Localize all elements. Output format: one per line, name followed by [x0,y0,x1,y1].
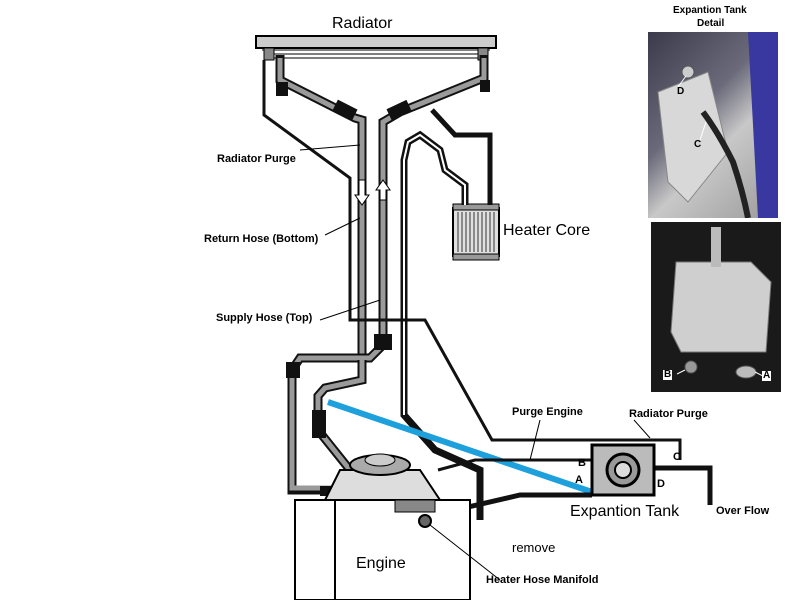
expansion-tank [590,443,656,497]
remove-line [454,492,592,513]
label-leaders [299,144,651,581]
highlight-line [327,399,593,495]
detail-photo-bottom: B A [651,222,781,392]
engine [294,453,471,600]
overflow-line [655,465,713,505]
detail-title-line2: Detail [697,18,725,29]
radiator-purge-line [262,60,682,460]
heater-core-label: Heater Core [503,222,591,239]
detail-photo-top: D C [648,32,778,218]
photo2-label-b: B [663,369,673,380]
supply-hose-label: Supply Hose (Top) [216,312,313,324]
detail-title-line1: Expantion Tank [673,5,747,16]
photo2-label-a: A [762,370,772,381]
flow-arrows [354,179,391,206]
radiator-purge-right-label: Radiator Purge [629,408,708,420]
port-a-label: A [575,474,583,486]
radiator-label: Radiator [332,15,393,32]
engine-label: Engine [356,555,406,572]
photo1-label-d: D [677,86,685,97]
expansion-tank-label: Expantion Tank [570,503,680,520]
over-flow-label: Over Flow [716,505,770,517]
purge-engine-line [437,458,592,472]
heater-hose-manifold-label: Heater Hose Manifold [486,574,599,586]
purge-engine-label: Purge Engine [512,406,583,418]
port-b-label: B [578,457,586,469]
radiator-purge-label: Radiator Purge [217,153,296,165]
heater-core [452,203,500,261]
radiator [255,35,497,61]
heater-hoses [400,108,493,520]
photo1-label-c: C [694,139,702,150]
return-hose-label: Return Hose (Bottom) [204,233,319,245]
port-c-label: C [673,451,681,463]
port-d-label: D [657,478,665,490]
remove-label: remove [512,540,556,555]
supply-hose [286,55,490,496]
